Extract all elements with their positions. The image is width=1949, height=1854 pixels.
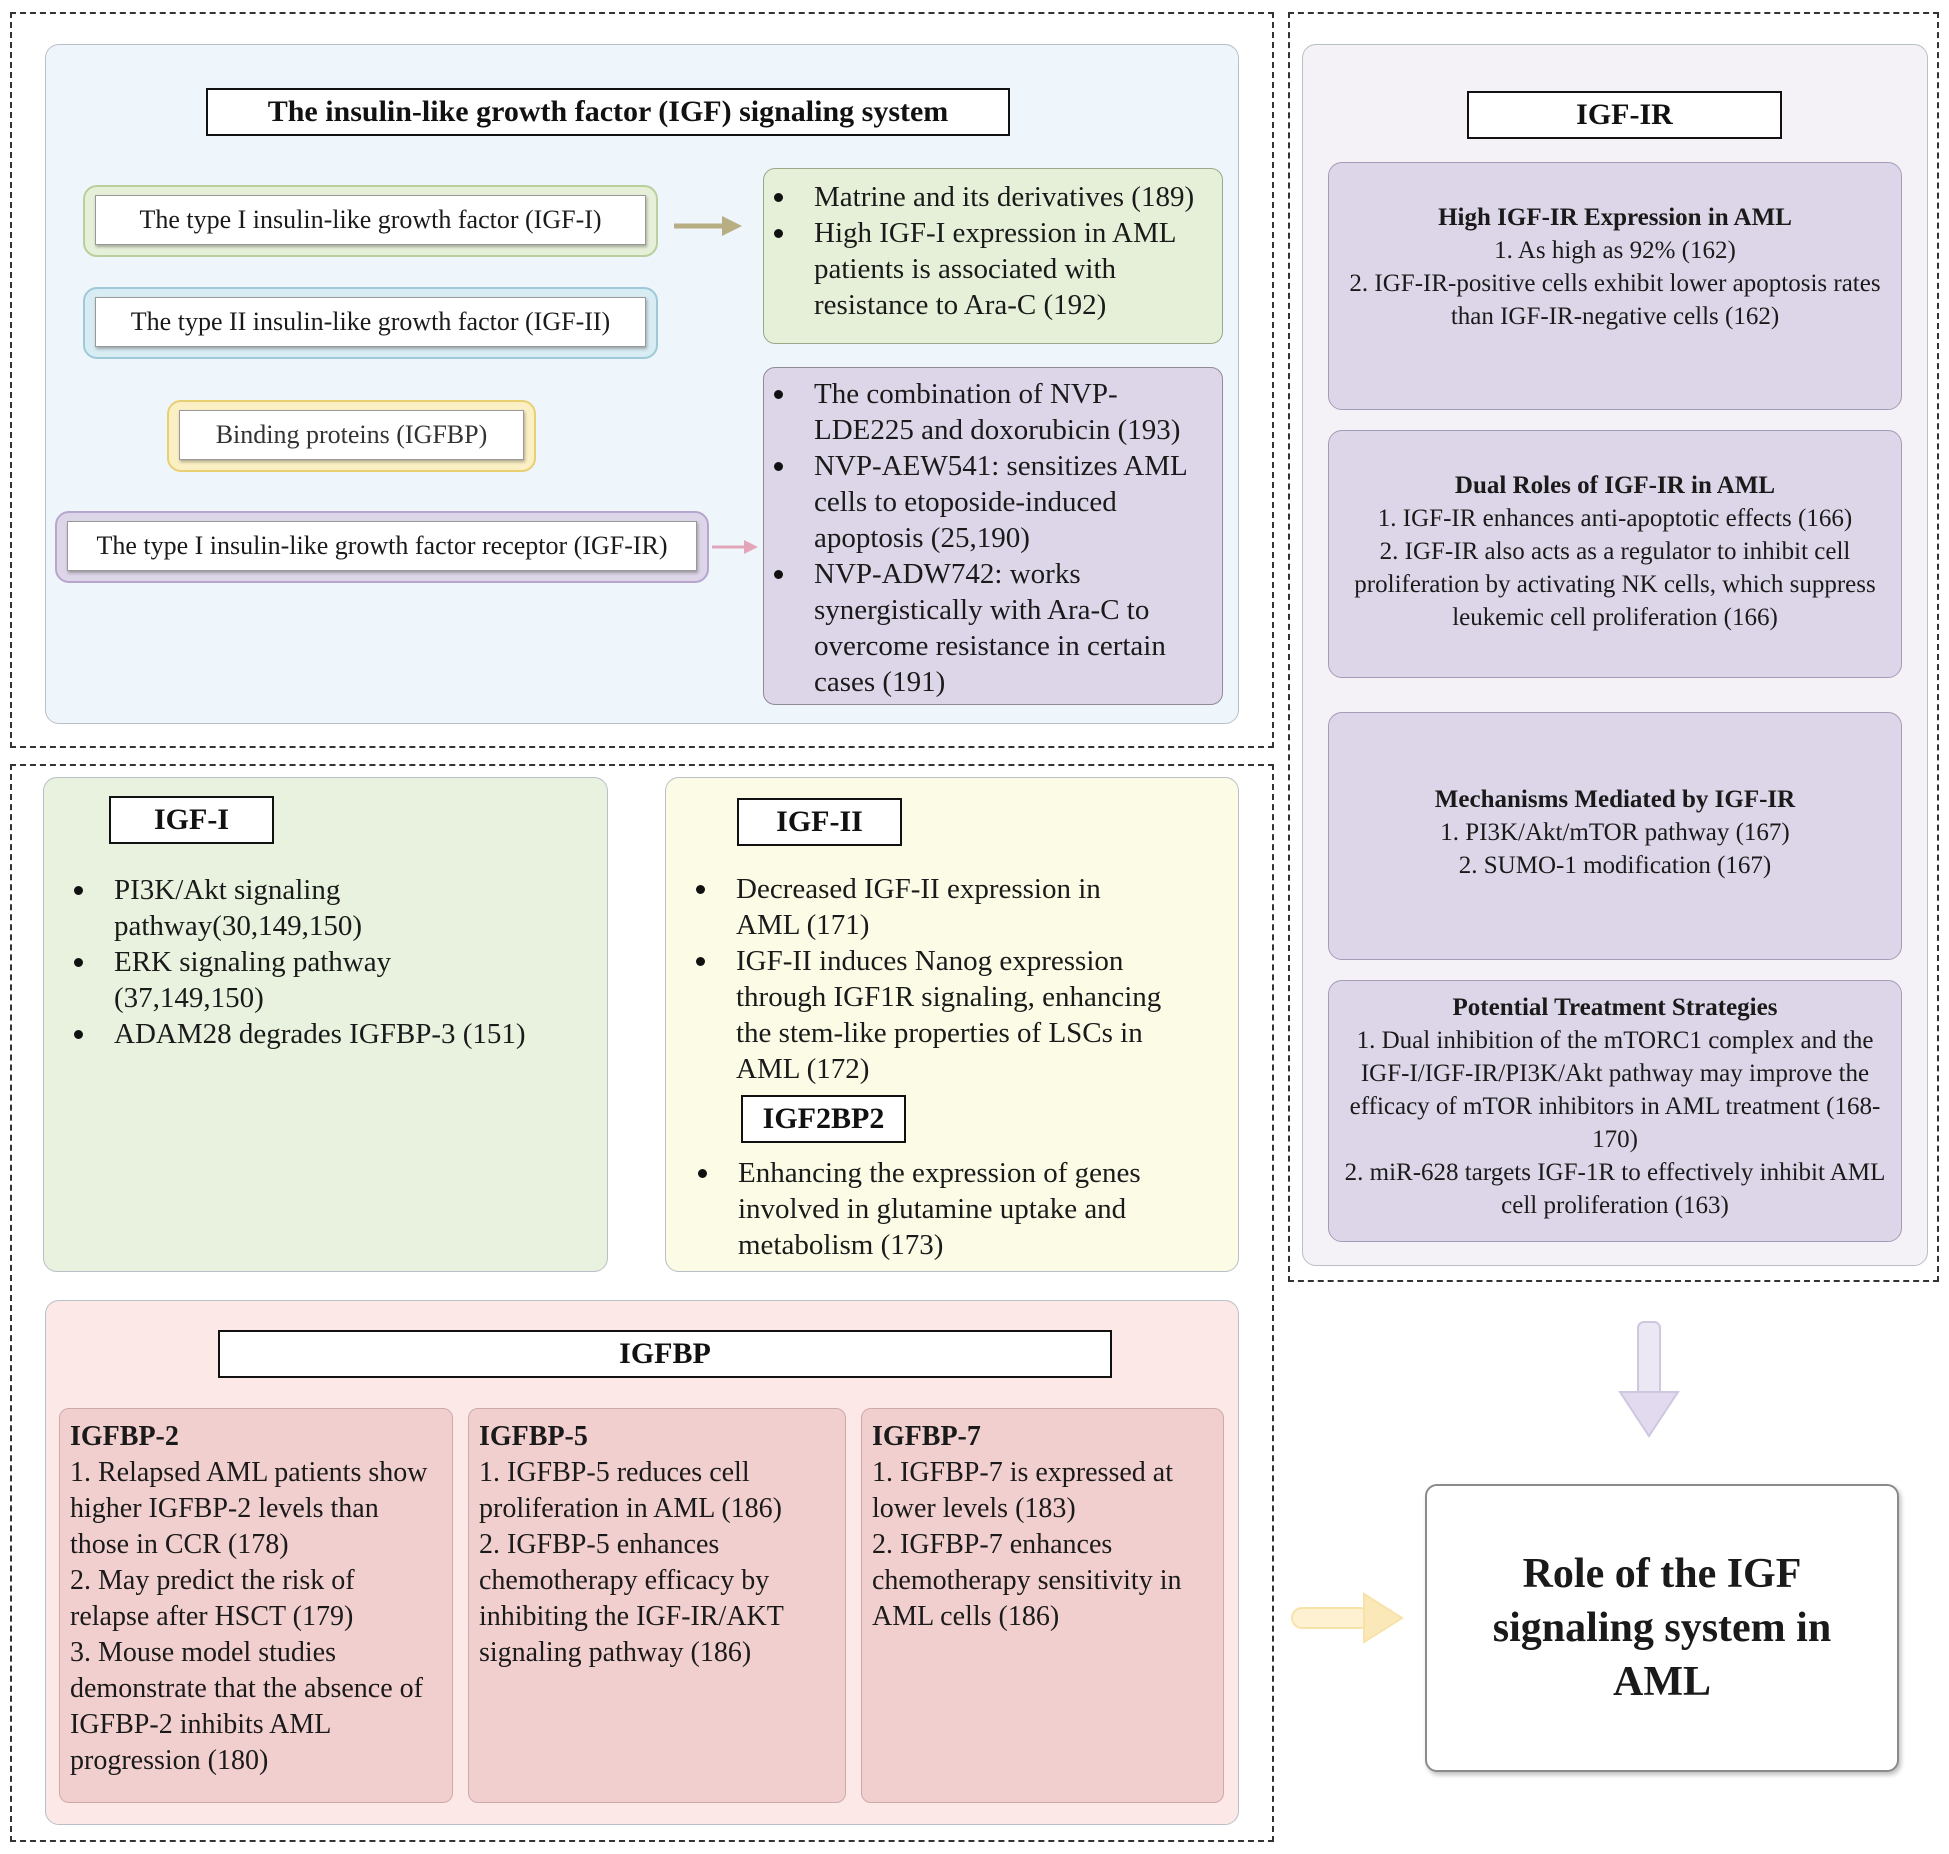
igfir-title: IGF-IR: [1467, 91, 1782, 139]
igfir-note: NVP-ADW742: works synergistically with A…: [764, 556, 1218, 700]
igf1-title: IGF-I: [109, 796, 274, 844]
igf2-item: Decreased IGF-II expression in AML (171): [686, 871, 1186, 943]
igfir-section-title: Dual Roles of IGF-IR in AML: [1454, 472, 1776, 499]
igfbp5-card: IGFBP-5 1. IGFBP-5 reduces cell prolifer…: [468, 1408, 846, 1803]
igfir-section-line: 1. PI3K/Akt/mTOR pathway (167): [1440, 819, 1790, 846]
igf1-item: PI3K/Akt signaling pathway(30,149,150): [64, 872, 584, 944]
igfbp2-card: IGFBP-2 1. Relapsed AML patients show hi…: [59, 1408, 453, 1803]
igfbp5-title: IGFBP-5: [479, 1421, 588, 1452]
igfir-section-title: Potential Treatment Strategies: [1452, 994, 1778, 1021]
igf1-item: ERK signaling pathway (37,149,150): [64, 944, 584, 1016]
igfir-section-line: 1. Dual inhibition of the mTORC1 complex…: [1349, 1027, 1881, 1153]
igfir-component-label: The type I insulin-like growth factor re…: [67, 521, 697, 571]
igf1-notes-box: Matrine and its derivatives (189) High I…: [763, 168, 1223, 344]
igf2-component-label: The type II insulin-like growth factor (…: [95, 297, 646, 347]
igfir-notes-box: The combination of NVP-LDE225 and doxoru…: [763, 367, 1223, 705]
igfir-section-line: 1. IGF-IR enhances anti-apoptotic effect…: [1377, 505, 1853, 532]
igf1-component-pill: The type I insulin-like growth factor (I…: [83, 185, 658, 257]
igfbp2-title: IGFBP-2: [70, 1421, 179, 1452]
igfbp-component-pill: Binding proteins (IGFBP): [167, 400, 536, 472]
igf2bp2-item: Enhancing the expression of genes involv…: [688, 1155, 1188, 1263]
arrow-right-icon: [1291, 1592, 1404, 1644]
igfir-section-dual-roles: Dual Roles of IGF-IR in AML 1. IGF-IR en…: [1328, 430, 1902, 678]
igf1-list: PI3K/Akt signaling pathway(30,149,150) E…: [64, 872, 584, 1052]
igf1-note: High IGF-I expression in AML patients is…: [764, 215, 1218, 323]
igfir-section-line: 2. IGF-IR-positive cells exhibit lower a…: [1349, 270, 1881, 330]
igf-details-region: [10, 764, 1274, 1842]
igfir-section-title: High IGF-IR Expression in AML: [1438, 204, 1792, 231]
igf2bp2-list: Enhancing the expression of genes involv…: [688, 1155, 1188, 1263]
igfbp-title: IGFBP: [218, 1330, 1112, 1378]
conclusion-box: Role of the IGF signaling system in AML: [1425, 1484, 1899, 1772]
igf1-panel: [43, 777, 608, 1272]
igf2bp2-title: IGF2BP2: [741, 1095, 906, 1143]
igfir-section-treatment: Potential Treatment Strategies 1. Dual i…: [1328, 980, 1902, 1242]
igf2-component-pill: The type II insulin-like growth factor (…: [83, 287, 658, 359]
conclusion-text: Role of the IGF signaling system in AML: [1492, 1551, 1832, 1705]
arrow-right-icon: [712, 540, 758, 554]
igf1-item: ADAM28 degrades IGFBP-3 (151): [64, 1016, 584, 1052]
igfbp7-title: IGFBP-7: [872, 1421, 981, 1452]
igf1-note: Matrine and its derivatives (189): [764, 179, 1218, 215]
igfbp7-card: IGFBP-7 1. IGFBP-7 is expressed at lower…: [861, 1408, 1224, 1803]
igfir-region: [1288, 12, 1939, 1282]
igf2-item: IGF-II induces Nanog expression through …: [686, 943, 1186, 1087]
igfir-note: The combination of NVP-LDE225 and doxoru…: [764, 376, 1218, 448]
igfbp7-line: 1. IGFBP-7 is expressed at lower levels …: [872, 1457, 1173, 1524]
igfbp7-line: 2. IGFBP-7 enhances chemotherapy sensiti…: [872, 1529, 1182, 1632]
igf2-title: IGF-II: [737, 798, 902, 846]
igfbp5-line: 2. IGFBP-5 enhances chemotherapy efficac…: [479, 1529, 784, 1668]
igf2-list: Decreased IGF-II expression in AML (171)…: [686, 871, 1186, 1087]
igfir-component-pill: The type I insulin-like growth factor re…: [55, 511, 709, 583]
igf-system-title: The insulin-like growth factor (IGF) sig…: [206, 88, 1010, 136]
igf2-panel: [665, 777, 1239, 1272]
igfir-section-mechanisms: Mechanisms Mediated by IGF-IR 1. PI3K/Ak…: [1328, 712, 1902, 960]
arrow-down-icon: [1618, 1321, 1680, 1438]
igfir-note: NVP-AEW541: sensitizes AML cells to etop…: [764, 448, 1218, 556]
igfbp2-line: 1. Relapsed AML patients show higher IGF…: [70, 1457, 428, 1560]
igfir-section-line: 2. IGF-IR also acts as a regulator to in…: [1354, 538, 1876, 631]
igfir-section-line: 2. SUMO-1 modification (167): [1458, 852, 1772, 879]
igfir-section-title: Mechanisms Mediated by IGF-IR: [1434, 786, 1796, 813]
igfbp2-line: 2. May predict the risk of relapse after…: [70, 1565, 355, 1632]
igf1-component-label: The type I insulin-like growth factor (I…: [95, 195, 646, 245]
igfbp-component-label: Binding proteins (IGFBP): [179, 410, 524, 460]
igfir-section-line: 2. miR-628 targets IGF-1R to effectively…: [1344, 1159, 1886, 1219]
igfir-section-high-expression: High IGF-IR Expression in AML 1. As high…: [1328, 162, 1902, 410]
igfir-section-line: 1. As high as 92% (162): [1494, 237, 1736, 264]
igfbp2-line: 3. Mouse model studies demonstrate that …: [70, 1637, 423, 1776]
igf-system-region: [10, 12, 1274, 748]
arrow-right-icon: [674, 216, 742, 236]
igfbp5-line: 1. IGFBP-5 reduces cell proliferation in…: [479, 1457, 783, 1524]
